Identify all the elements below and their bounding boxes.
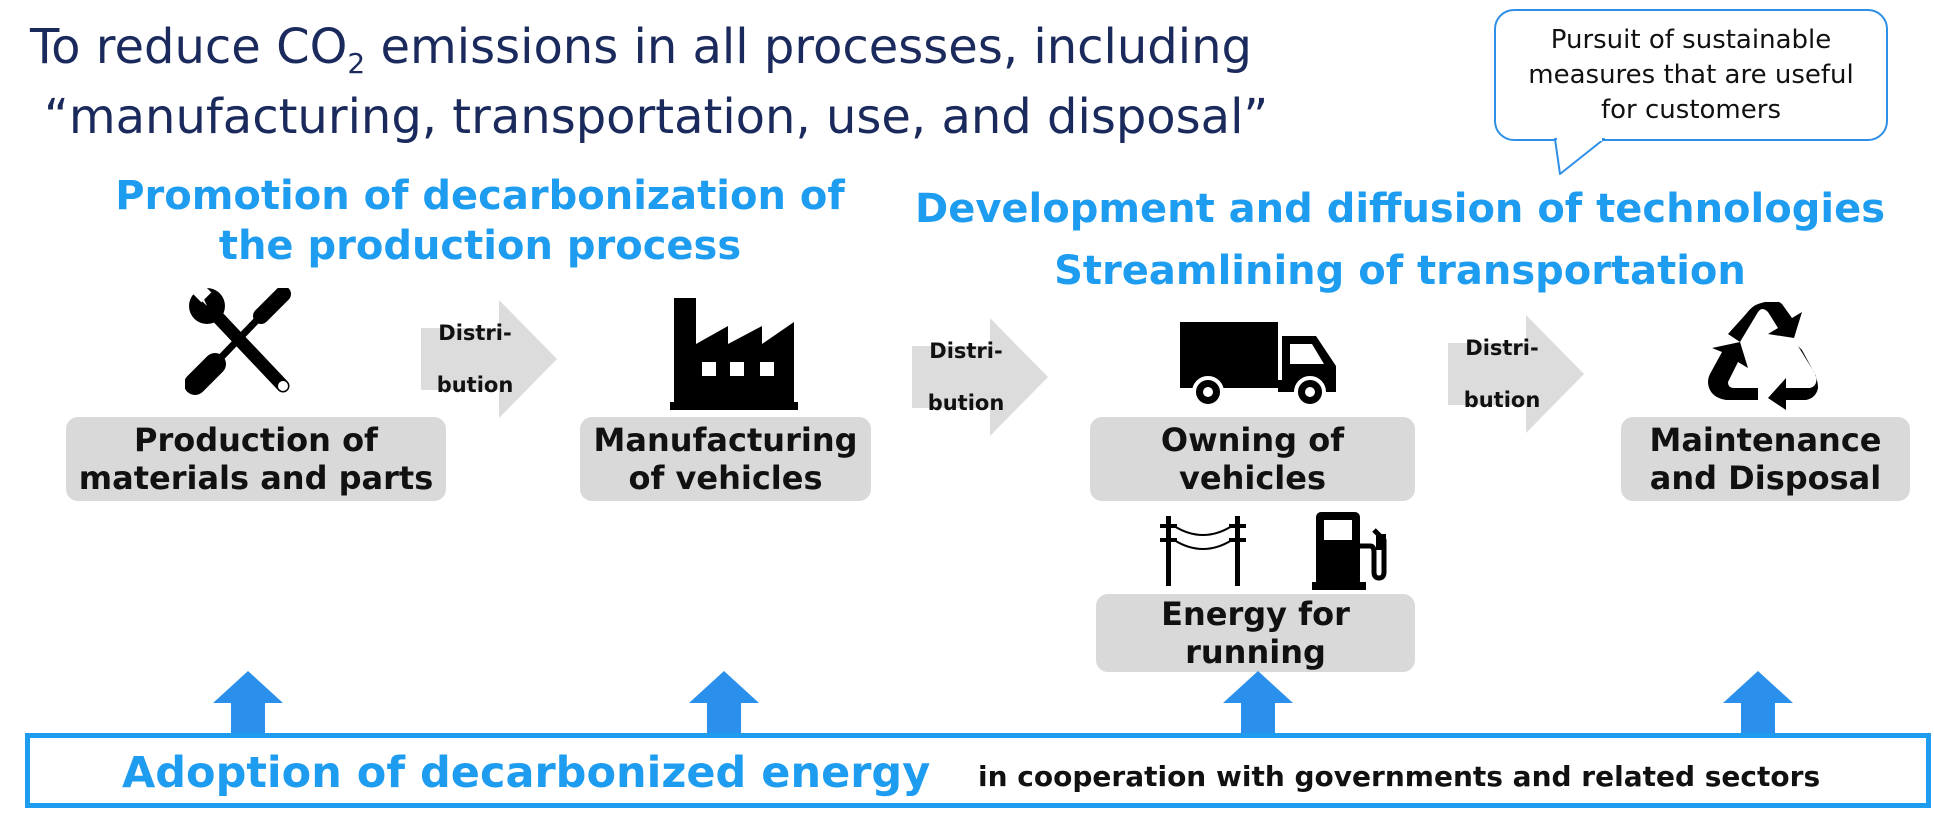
decarbonized-energy-banner [25, 733, 1931, 808]
stage-label-line2: materials and parts [78, 459, 434, 497]
truck-icon [1180, 322, 1336, 408]
heading-production-line1: Promotion of decarbonization of [115, 173, 845, 219]
heading-production-line2: the production process [218, 223, 742, 269]
power-line-icon [1160, 516, 1246, 586]
distribution-label-line2: bution [927, 391, 1005, 415]
banner-sub-text: in cooperation with governments and rela… [978, 760, 1821, 793]
callout-tail [1554, 137, 1605, 175]
distribution-arrow: Distri-bution [1448, 315, 1584, 433]
stage-label-line1: Maintenance [1649, 421, 1882, 459]
up-arrow-icon [213, 671, 283, 733]
tools-icon [185, 288, 291, 395]
distribution-label-line1: Distri- [929, 339, 1003, 363]
up-arrow-icon [1223, 671, 1293, 733]
stage-label-line1: Manufacturing [593, 421, 858, 459]
title-line2: “manufacturing, transportation, use, and… [44, 89, 1269, 145]
distribution-label-line1: Distri- [438, 321, 512, 345]
stage-label-line2: vehicles [1179, 459, 1326, 497]
up-arrow-icon [689, 671, 759, 733]
stage-label-line2: and Disposal [1649, 459, 1882, 497]
page-title: To reduce CO2 emissions in all processes… [30, 12, 1350, 152]
recycle-icon [1708, 302, 1818, 410]
distribution-arrow: Distri-bution [912, 318, 1048, 436]
up-arrow-icon [1723, 671, 1793, 733]
stage-label-line2: running [1185, 633, 1326, 671]
stage-label-line2: of vehicles [628, 459, 823, 497]
stage-label-line1: Production of [134, 421, 378, 459]
stage-label-line1: Owning of [1160, 421, 1345, 459]
heading-technology-line1: Development and diffusion of technologie… [914, 186, 1886, 232]
banner-main-text: Adoption of decarbonized energy [122, 748, 931, 798]
distribution-label-line2: bution [1463, 388, 1541, 412]
callout-text: Pursuit of sustainable measures that are… [1528, 24, 1854, 125]
fuel-pump-icon [1312, 512, 1387, 590]
factory-icon [670, 298, 798, 410]
heading-production: Promotion of decarbonization of the prod… [80, 171, 880, 271]
heading-technology: Development and diffusion of technologie… [900, 178, 1900, 302]
distribution-label-line2: bution [436, 373, 514, 397]
distribution-label-line1: Distri- [1465, 336, 1539, 360]
callout-bubble: Pursuit of sustainable measures that are… [1494, 9, 1888, 141]
heading-technology-line2: Streamlining of transportation [1054, 248, 1746, 294]
distribution-arrow: Distri-bution [421, 300, 557, 418]
title-line1: To reduce CO2 emissions in all processes… [30, 19, 1252, 80]
stage-label-line1: Energy for [1161, 595, 1350, 633]
